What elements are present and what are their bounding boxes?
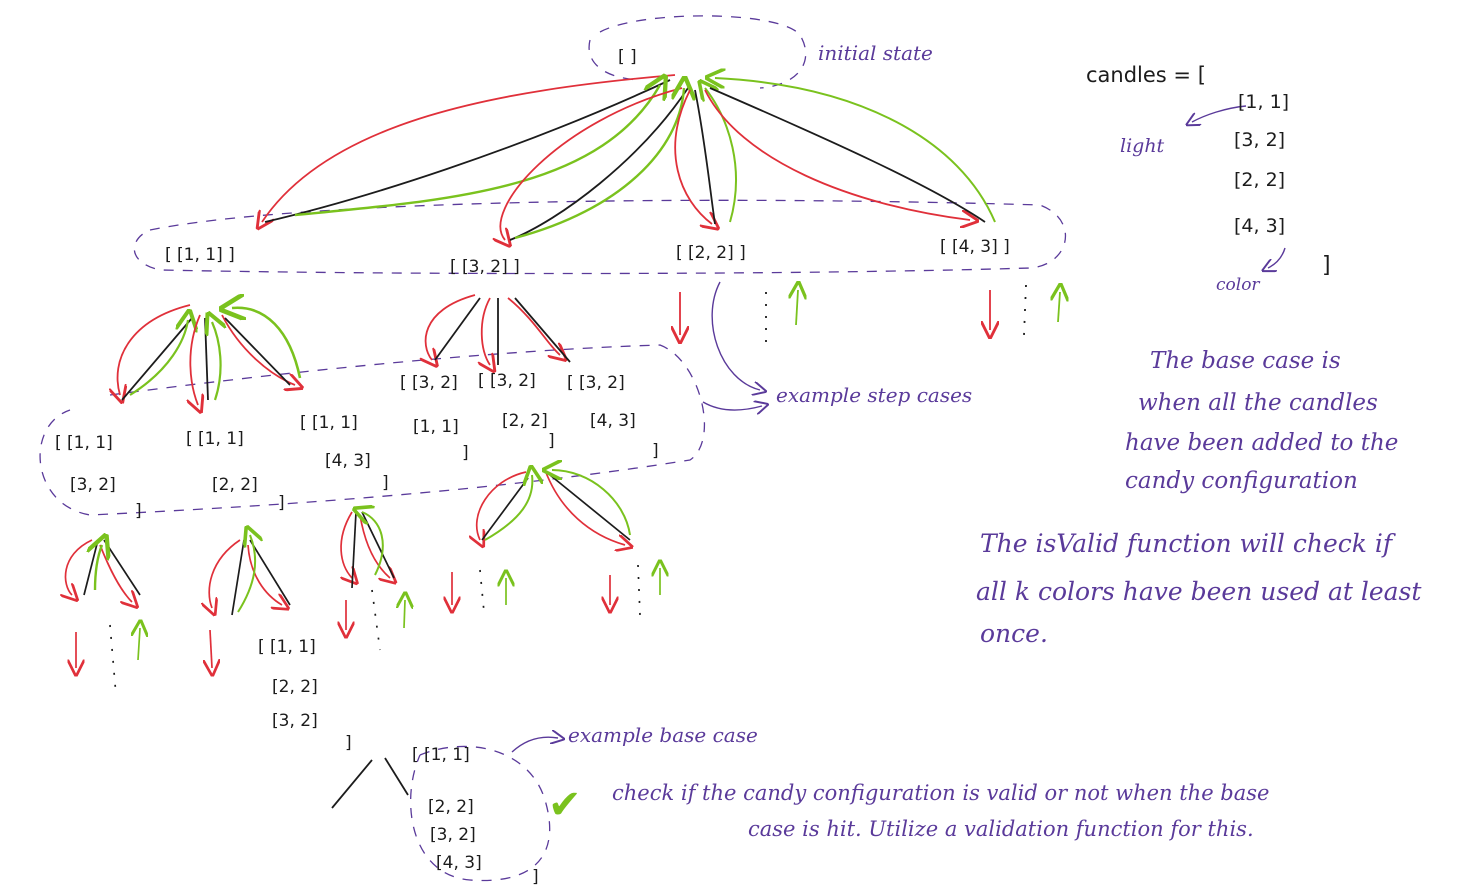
node-line: [2, 2]: [272, 677, 318, 697]
node-line: ]: [462, 443, 469, 463]
node-line: [2, 2]: [212, 475, 258, 495]
candle-entry: [4, 3]: [1234, 215, 1285, 237]
is-valid-note: The isValid function will check if all k…: [976, 529, 1422, 648]
example-base-case-label: example base case: [568, 723, 758, 747]
node-line: [1, 1]: [413, 417, 459, 437]
node-line: ]: [135, 501, 142, 521]
note-line: once.: [980, 619, 1048, 648]
node-line: [4, 3]: [325, 451, 371, 471]
candle-entry: [1, 1]: [1238, 91, 1289, 113]
candle-entry: [2, 2]: [1234, 169, 1285, 191]
level3-edges: [331, 757, 409, 809]
level2-node: [ [3, 2] [1, 1] ]: [400, 373, 469, 463]
note-line: The isValid function will check if: [980, 529, 1396, 558]
node-line: [3, 2]: [272, 711, 318, 731]
base-case-node: [ [1, 1] [2, 2] [3, 2] [4, 3] ]: [412, 745, 539, 887]
root-edges: [262, 75, 996, 240]
root-node: [ ]: [618, 47, 637, 67]
initial-state-label: initial state: [818, 41, 933, 65]
node-line: [4, 3]: [590, 411, 636, 431]
note-line: when all the candles: [1138, 390, 1378, 416]
node-line: [ [3, 2]: [567, 373, 625, 393]
node4-steps: [990, 285, 1060, 335]
node2-edges: [426, 294, 571, 365]
color-label: color: [1216, 275, 1260, 295]
note-line: have been added to the: [1125, 430, 1398, 456]
level2-node: [ [1, 1] [3, 2] ]: [55, 433, 142, 521]
candles-close-bracket: ]: [1322, 253, 1331, 278]
node-line: [3, 2]: [430, 825, 476, 845]
light-label: light: [1120, 135, 1165, 157]
example-step-cases-label: example step cases: [776, 383, 972, 407]
node-line: [ [3, 2]: [478, 371, 536, 391]
level2-node: [ [1, 1] [4, 3] ]: [300, 413, 389, 493]
node-line: [ [1, 1]: [300, 413, 358, 433]
node-line: ]: [278, 493, 285, 513]
node-line: [ [1, 1]: [412, 745, 470, 765]
note-line: case is hit. Utilize a validation functi…: [748, 817, 1254, 841]
level2-node: [ [1, 1] [2, 2] ]: [186, 429, 285, 513]
annotation-arrows: [511, 105, 1286, 753]
level1-node: [ [4, 3] ]: [940, 237, 1010, 257]
note-line: all k colors have been used at least: [976, 577, 1422, 606]
level1-node: [ [2, 2] ]: [676, 243, 746, 263]
node-line: [ [1, 1]: [55, 433, 113, 453]
check-note: ✔ check if the candy configuration is va…: [548, 781, 1269, 841]
level2-fans: [65, 470, 660, 696]
node-line: ]: [345, 733, 352, 753]
node-line: [ [1, 1]: [258, 637, 316, 657]
node-line: [4, 3]: [436, 853, 482, 873]
candles-label: candles = [: [1086, 63, 1206, 87]
level1-node: [ [3, 2] ]: [450, 257, 520, 277]
node-line: [ [3, 2]: [400, 373, 458, 393]
node-line: ]: [548, 431, 555, 451]
note-line: check if the candy configuration is vali…: [612, 781, 1269, 805]
base-case-note: The base case is when all the candles ha…: [1125, 348, 1398, 494]
node-line: [2, 2]: [428, 797, 474, 817]
node-line: [3, 2]: [70, 475, 116, 495]
candles-legend: candles = [ [1, 1] [3, 2] [2, 2] [4, 3] …: [1086, 63, 1331, 295]
node3-steps: [680, 290, 798, 345]
node-line: ]: [532, 867, 539, 887]
note-line: candy configuration: [1125, 468, 1358, 494]
level1-nodes: [ [1, 1] ] [ [3, 2] ] [ [2, 2] ] [ [4, 3…: [165, 237, 1010, 277]
node-line: [ [1, 1]: [186, 429, 244, 449]
node-line: [2, 2]: [502, 411, 548, 431]
candle-entry: [3, 2]: [1234, 129, 1285, 151]
node1-edges: [118, 305, 300, 405]
level2-node: [ [3, 2] [2, 2] ]: [478, 371, 555, 451]
checkmark-icon: ✔: [548, 782, 582, 828]
node-line: ]: [382, 473, 389, 493]
level1-node: [ [1, 1] ]: [165, 245, 235, 265]
level2-nodes: [ [1, 1] [3, 2] ] [ [1, 1] [2, 2] ] [ [1…: [55, 371, 659, 521]
node-line: ]: [652, 441, 659, 461]
note-line: The base case is: [1150, 348, 1341, 374]
level3-node: [ [1, 1] [2, 2] [3, 2] ]: [258, 637, 352, 753]
level2-node: [ [3, 2] [4, 3] ]: [567, 373, 659, 461]
